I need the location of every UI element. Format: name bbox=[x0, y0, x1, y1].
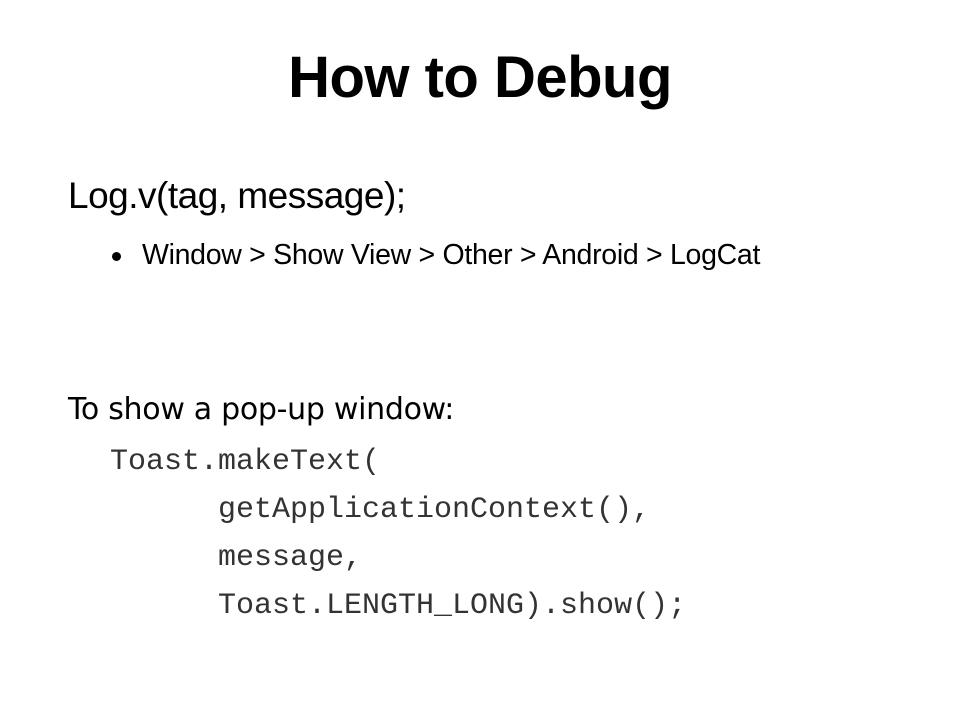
code-line: getApplicationContext(), bbox=[218, 493, 651, 527]
bullet-text: Window > Show View > Other > Android > L… bbox=[142, 239, 761, 271]
code-line: message, bbox=[218, 541, 363, 575]
code-line: Toast.LENGTH_LONG).show(); bbox=[218, 589, 687, 623]
log-call-heading: Log.v(tag, message); bbox=[68, 175, 406, 216]
bullet-dot-icon bbox=[112, 252, 121, 261]
slide-title: How to Debug bbox=[288, 45, 672, 110]
code-line: Toast.makeText( bbox=[110, 445, 381, 479]
popup-heading: To show a pop-up window: bbox=[68, 392, 455, 427]
